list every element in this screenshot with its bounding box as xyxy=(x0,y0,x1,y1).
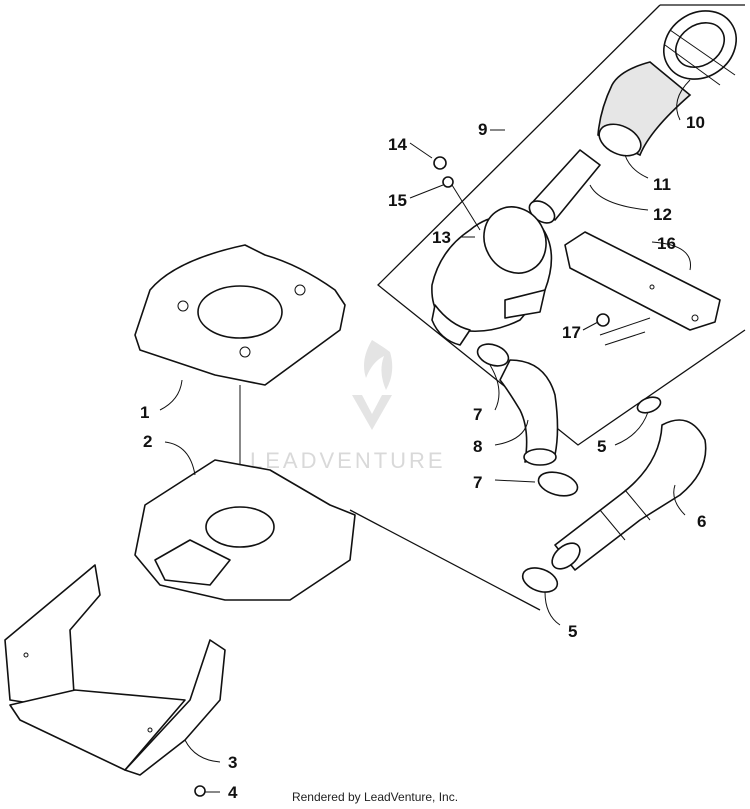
screw-part xyxy=(433,156,481,231)
callout-11: 11 xyxy=(653,175,671,194)
lower-intake-clamp-part xyxy=(521,567,559,593)
callout-9: 9 xyxy=(478,120,487,139)
callout-17: 17 xyxy=(562,323,581,342)
air-box-base-part xyxy=(134,459,356,601)
callout-14: 14 xyxy=(388,135,407,154)
assembly-9-outline xyxy=(377,4,746,446)
upper-intake-clamp-part xyxy=(636,396,662,414)
callout-3: 3 xyxy=(228,753,237,772)
air-cleaner-cover-part xyxy=(663,10,737,86)
callout-16: 16 xyxy=(657,234,676,253)
air-box-cover-part xyxy=(134,244,346,386)
callout-13: 13 xyxy=(432,228,451,247)
bracket-screw-part xyxy=(596,313,651,346)
watermark-text: LEADVENTURE xyxy=(250,448,446,473)
base-to-duct-line xyxy=(349,509,541,611)
callout-5-lower: 5 xyxy=(568,622,577,641)
callout-5-upper: 5 xyxy=(597,437,606,456)
callout-4: 4 xyxy=(228,783,238,802)
leadventure-watermark: LEADVENTURE xyxy=(250,340,446,473)
callout-numbers: 1 2 3 4 5 5 6 7 7 8 9 10 11 12 13 14 15 … xyxy=(140,113,706,802)
lower-hose-clamp-part xyxy=(537,471,579,497)
lower-bracket-part xyxy=(4,564,226,776)
callout-1: 1 xyxy=(140,403,149,422)
mounting-bracket-part xyxy=(564,231,721,331)
inner-tube-part xyxy=(528,149,601,224)
callout-7-upper: 7 xyxy=(473,405,482,424)
bolt-part xyxy=(194,785,206,797)
callout-2: 2 xyxy=(143,432,152,451)
upper-hose-clamp-part xyxy=(476,343,510,367)
filter-element-part xyxy=(597,61,692,157)
callout-12: 12 xyxy=(653,205,672,224)
air-cleaner-housing-part xyxy=(431,206,553,346)
callout-6: 6 xyxy=(697,512,706,531)
callout-7-lower: 7 xyxy=(473,473,482,492)
callout-8: 8 xyxy=(473,437,482,456)
callout-15: 15 xyxy=(388,191,407,210)
elbow-hose-part xyxy=(499,359,559,466)
leader-lines xyxy=(159,79,691,793)
footer-credit: Rendered by LeadVenture, Inc. xyxy=(291,790,459,804)
intake-duct-part xyxy=(551,419,707,571)
callout-10: 10 xyxy=(686,113,705,132)
